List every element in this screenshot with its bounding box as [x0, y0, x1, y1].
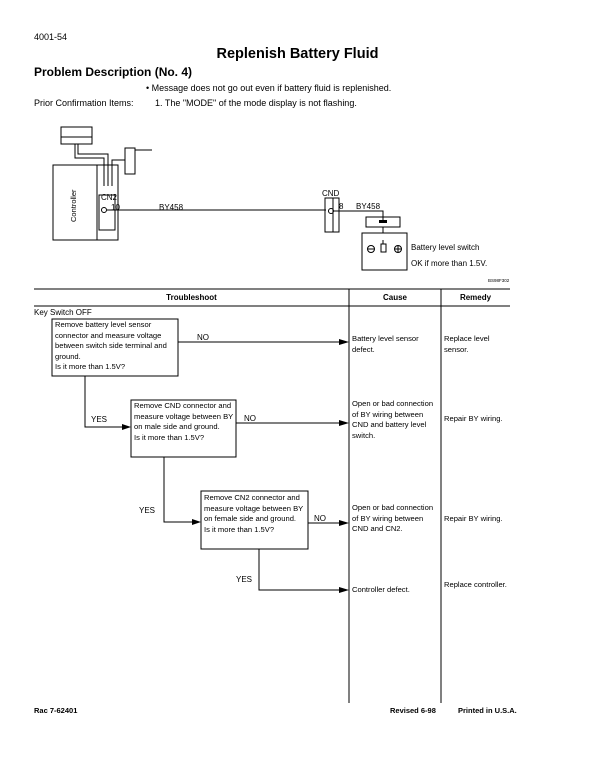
step3-text: Remove CN2 connector and measure voltage… — [204, 493, 304, 534]
harness-connector — [124, 147, 136, 175]
footer-doc-number: Rac 7-62401 — [34, 706, 78, 715]
page-number: 4001-54 — [34, 32, 68, 42]
controller-label: Controller — [69, 189, 78, 222]
step1-box — [51, 318, 179, 377]
step2-box — [130, 399, 237, 458]
remedy-row-2: Repair BY wiring. — [444, 414, 503, 423]
cnd-connector-male — [324, 197, 334, 233]
yes-label-3: YES — [236, 575, 253, 584]
cn2-pin-number: 10 — [111, 203, 120, 212]
step1-text: Remove battery level sensor connector an… — [55, 320, 167, 372]
cause-row-2: Open or bad connection of BY wiring betw… — [352, 399, 434, 440]
cause-row-3: Open or bad connection of BY wiring betw… — [352, 503, 434, 534]
fuse-block-top — [60, 126, 93, 138]
switch-label: Battery level switch — [411, 243, 480, 252]
wire-label-right: BY458 — [356, 202, 381, 211]
no-label-3: NO — [314, 514, 326, 523]
header-troubleshoot: Troubleshoot — [166, 293, 217, 302]
remedy-row-3: Repair BY wiring. — [444, 514, 503, 523]
problem-message: • Message does not go out even if batter… — [146, 83, 392, 93]
header-remedy: Remedy — [459, 293, 492, 302]
no-label-1: NO — [197, 333, 209, 342]
wire-label-left: BY458 — [159, 203, 184, 212]
step2-text: Remove CND connector and measure voltage… — [134, 401, 234, 442]
yes-label-1: YES — [91, 415, 108, 424]
footer-revised: Revised 6-98 — [390, 706, 436, 715]
footer-printed: Printed in U.S.A. — [458, 706, 517, 715]
key-switch-condition: Key Switch OFF — [34, 308, 92, 317]
battery-level-switch — [361, 232, 408, 271]
step3-box — [200, 490, 309, 550]
remedy-row-1: Replace level sensor. — [444, 334, 490, 354]
cn2-label: CN2 — [101, 193, 118, 202]
no-label-2: NO — [244, 414, 256, 423]
yes-label-2: YES — [139, 506, 156, 515]
cause-row-1: Battery level sensor defect. — [352, 334, 419, 354]
cause-row-4: Controller defect. — [352, 585, 410, 594]
header-cause: Cause — [382, 293, 407, 302]
prior-confirmation-item: 1. The "MODE" of the mode display is not… — [155, 98, 357, 108]
page-title: Replenish Battery Fluid — [216, 46, 379, 62]
fuse-block-bottom — [60, 136, 93, 145]
problem-description-heading: Problem Description (No. 4) — [34, 65, 193, 79]
cnd-label: CND — [322, 189, 340, 198]
cnd-connector-female — [332, 197, 340, 233]
prior-confirmation-label: Prior Confirmation Items: — [34, 98, 134, 108]
remedy-row-4: Replace controller. — [444, 580, 507, 589]
switch-ok-note: OK if more than 1.5V. — [411, 259, 488, 268]
figure-id: BS98F302 — [488, 278, 510, 283]
cn2-connector — [98, 194, 116, 231]
cnd-pin-number: 8 — [339, 202, 344, 211]
